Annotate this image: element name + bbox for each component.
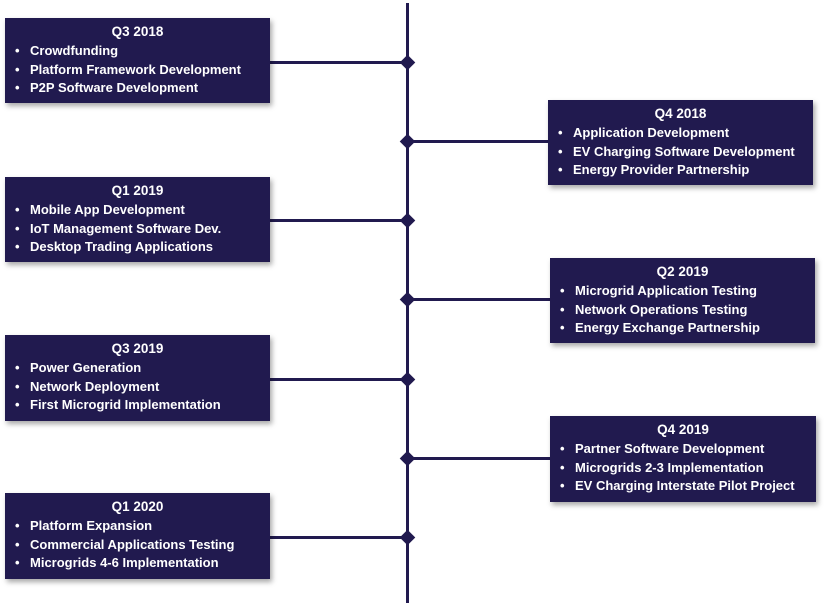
timeline-node-q4-2019 — [399, 450, 416, 467]
bullet-icon: • — [15, 220, 20, 236]
milestone-title: Q3 2018 — [111, 24, 164, 39]
bullet-icon: • — [15, 202, 20, 217]
milestone-item: •EV Charging Software Development — [556, 143, 805, 162]
bullet-icon: • — [15, 397, 20, 412]
milestone-item: •Platform Expansion — [13, 517, 262, 536]
bullet-icon: • — [558, 162, 563, 177]
bullet-icon: • — [15, 43, 20, 58]
connector-q1-2019 — [270, 219, 408, 222]
milestone-item: •Crowdfunding — [13, 42, 262, 61]
milestone-item: •Platform Framework Development — [13, 61, 262, 80]
milestone-item: •First Microgrid Implementation — [13, 396, 262, 415]
connector-q1-2020 — [270, 536, 408, 539]
milestone-items: •Application Development •EV Charging So… — [556, 124, 805, 180]
milestone-q3-2019: Q3 2019 •Power Generation •Network Deplo… — [5, 335, 270, 421]
connector-q3-2018 — [270, 61, 408, 64]
milestone-items: •Partner Software Development •Microgrid… — [558, 440, 808, 496]
connector-q4-2018 — [408, 140, 548, 143]
milestone-item: •P2P Software Development — [13, 79, 262, 98]
timeline-node-q3-2019 — [399, 371, 416, 388]
milestone-title: Q2 2019 — [656, 264, 709, 279]
milestone-item: •Microgrid Application Testing — [558, 282, 807, 301]
milestone-item: •Network Operations Testing — [558, 301, 807, 320]
milestone-title: Q4 2019 — [657, 422, 709, 437]
bullet-icon: • — [15, 61, 20, 77]
bullet-icon: • — [15, 360, 20, 375]
milestone-item: •Commercial Applications Testing — [13, 536, 262, 555]
bullet-icon: • — [15, 518, 20, 533]
milestone-items: •Mobile App Development •IoT Management … — [13, 201, 262, 257]
milestone-q3-2018: Q3 2018 •Crowdfunding •Platform Framewor… — [5, 18, 270, 103]
milestone-item: •Energy Provider Partnership — [556, 161, 805, 180]
milestone-q4-2018: Q4 2018 •Application Development •EV Cha… — [548, 100, 813, 185]
milestone-item: •Network Deployment — [13, 378, 262, 397]
milestone-q2-2019: Q2 2019 •Microgrid Application Testing •… — [550, 258, 815, 343]
milestone-item: •EV Charging Interstate Pilot Project — [558, 477, 808, 496]
milestone-item: •Mobile App Development — [13, 201, 262, 220]
milestone-item: •Energy Exchange Partnership — [558, 319, 807, 338]
milestone-item: •Power Generation — [13, 359, 262, 378]
connector-q4-2019 — [408, 457, 550, 460]
milestone-items: •Crowdfunding •Platform Framework Develo… — [13, 42, 262, 98]
bullet-icon: • — [558, 143, 563, 159]
bullet-icon: • — [15, 80, 20, 95]
bullet-icon: • — [15, 239, 20, 254]
milestone-items: •Microgrid Application Testing •Network … — [558, 282, 807, 338]
milestone-item: •Application Development — [556, 124, 805, 143]
milestone-q1-2020: Q1 2020 •Platform Expansion •Commercial … — [5, 493, 270, 579]
milestone-items: •Platform Expansion •Commercial Applicat… — [13, 517, 262, 573]
milestone-q1-2019: Q1 2019 •Mobile App Development •IoT Man… — [5, 177, 270, 262]
milestone-item: •Microgrids 2-3 Implementation — [558, 459, 808, 478]
bullet-icon: • — [560, 441, 565, 456]
bullet-icon: • — [560, 301, 565, 317]
timeline-node-q3-2018 — [399, 54, 416, 71]
milestone-title: Q1 2019 — [111, 183, 164, 198]
bullet-icon: • — [15, 378, 20, 394]
milestone-title: Q3 2019 — [111, 341, 164, 356]
bullet-icon: • — [560, 283, 565, 298]
timeline-node-q4-2018 — [399, 133, 416, 150]
bullet-icon: • — [560, 478, 565, 493]
milestone-q4-2019: Q4 2019 •Partner Software Development •M… — [550, 416, 816, 502]
bullet-icon: • — [15, 536, 20, 552]
milestone-item: •Microgrids 4-6 Implementation — [13, 554, 262, 573]
milestone-item: •Desktop Trading Applications — [13, 238, 262, 257]
milestone-items: •Power Generation •Network Deployment •F… — [13, 359, 262, 415]
bullet-icon: • — [558, 125, 563, 140]
milestone-item: •Partner Software Development — [558, 440, 808, 459]
bullet-icon: • — [15, 555, 20, 570]
timeline-node-q2-2019 — [399, 291, 416, 308]
milestone-title: Q4 2018 — [654, 106, 707, 121]
timeline-node-q1-2019 — [399, 212, 416, 229]
connector-q2-2019 — [408, 298, 550, 301]
bullet-icon: • — [560, 459, 565, 475]
milestone-item: •IoT Management Software Dev. — [13, 220, 262, 239]
connector-q3-2019 — [270, 378, 408, 381]
timeline-node-q1-2020 — [399, 529, 416, 546]
milestone-title: Q1 2020 — [111, 499, 164, 514]
bullet-icon: • — [560, 320, 565, 335]
